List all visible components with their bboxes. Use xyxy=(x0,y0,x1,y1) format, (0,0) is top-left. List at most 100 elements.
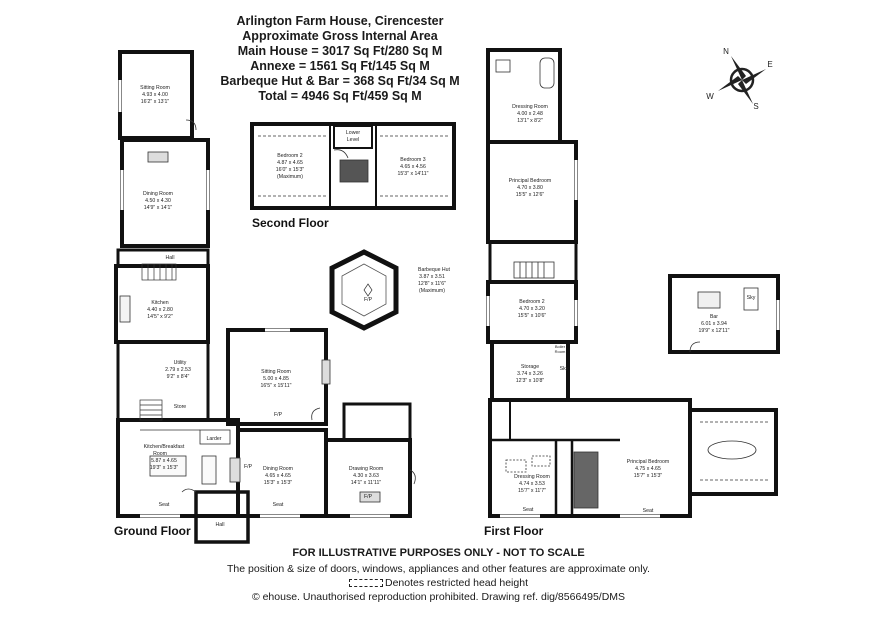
label-dining-room-2-ft: 15'3" x 15'3" xyxy=(264,480,293,486)
copyright: © ehouse. Unauthorised reproduction proh… xyxy=(251,591,626,603)
label-fp-3: F/P xyxy=(364,494,373,500)
label-principal-bedroom-1-ft: 15'5" x 12'6" xyxy=(516,192,545,198)
label-dining-room-2-m: 4.65 x 4.65 xyxy=(265,473,291,479)
label-kitchen-breakfast-ft: 19'3" x 15'3" xyxy=(150,465,179,471)
label-bbq-hut-m: 3.87 x 3.51 xyxy=(419,274,445,280)
label-dressing-room-1-ft: 13'1" x 8'2" xyxy=(517,118,543,124)
ground-floor-details xyxy=(118,80,416,518)
legend-text: Denotes restricted head height xyxy=(384,577,528,589)
area-total: Total = 4946 Sq Ft/459 Sq M xyxy=(258,89,422,103)
label-bbq-hut-ft: 12'8" x 11'6" xyxy=(418,281,446,287)
second-floor-plan xyxy=(250,122,456,210)
label-drawing-room-m: 4.30 x 3.63 xyxy=(353,473,379,479)
label-kitchen-breakfast-2: Room xyxy=(153,451,167,457)
plan-header: Arlington Farm House, Cirencester Approx… xyxy=(190,14,490,104)
label-drawing-room: Drawing Room xyxy=(349,466,383,472)
label-bedroom-2-second-ft: 16'0" x 15'3" xyxy=(276,167,305,173)
second-floor-details xyxy=(258,126,450,206)
label-dining-room-1-m: 4.50 x 4.30 xyxy=(145,198,171,204)
floor-name-first: First Floor xyxy=(484,524,544,538)
label-fp-1: F/P xyxy=(274,412,283,418)
label-drawing-room-ft: 14'1" x 11'11" xyxy=(351,480,382,486)
label-seat-1: Seat xyxy=(159,502,170,508)
label-lower-level: Lower xyxy=(346,130,360,136)
label-dressing-room-1-m: 4.00 x 2.48 xyxy=(517,111,543,117)
label-bedroom-2-first-ft: 15'5" x 10'6" xyxy=(518,313,547,319)
label-kitchen-m: 4.40 x 2.80 xyxy=(147,307,173,313)
position-note: The position & size of doors, windows, a… xyxy=(227,563,650,575)
label-dining-room-1: Dining Room xyxy=(143,191,173,197)
label-dressing-room-1: Dressing Room xyxy=(512,104,548,110)
first-floor-details xyxy=(486,57,780,518)
label-bbq-hut-note: (Maximum) xyxy=(419,288,445,294)
label-sitting-room-2: Sitting Room xyxy=(261,369,291,375)
label-sitting-room-1: Sitting Room xyxy=(140,85,170,91)
label-dressing-room-2: Dressing Room xyxy=(514,474,550,480)
label-dining-room-1-ft: 14'9" x 14'1" xyxy=(144,205,173,211)
compass-w: W xyxy=(706,92,714,101)
label-bedroom-2-second-note: (Maximum) xyxy=(277,174,303,180)
label-utility-ft: 9'2" x 8'4" xyxy=(167,374,190,380)
label-utility: Utility xyxy=(174,360,187,366)
label-bar-ft: 19'9" x 12'11" xyxy=(699,328,730,334)
label-hall-1: Hall xyxy=(166,255,175,261)
area-bbq: Barbeque Hut & Bar = 368 Sq Ft/34 Sq M xyxy=(220,74,460,88)
label-boiler-room: Boiler xyxy=(555,344,566,349)
plan-title: Arlington Farm House, Cirencester xyxy=(236,14,444,28)
floor-name-second: Second Floor xyxy=(252,216,329,230)
label-bedroom-3-m: 4.65 x 4.56 xyxy=(400,164,426,170)
label-seat-3: Seat xyxy=(523,507,534,513)
label-bar-m: 6.01 x 3.94 xyxy=(701,321,727,327)
label-lower-level-2: Level xyxy=(347,137,359,143)
label-principal-bedroom-2: Principal Bedroom xyxy=(627,459,669,465)
label-principal-bedroom-2-ft: 15'7" x 15'3" xyxy=(634,473,663,479)
label-bedroom-2-first-m: 4.70 x 3.20 xyxy=(519,306,545,312)
area-annexe: Annexe = 1561 Sq Ft/145 Sq M xyxy=(250,59,430,73)
compass-s: S xyxy=(753,102,758,111)
label-dining-room-2: Dining Room xyxy=(263,466,293,472)
label-bar: Bar xyxy=(710,314,718,320)
room-labels: Sitting Room 4.93 x 4.00 16'2" x 13'1" D… xyxy=(140,85,756,528)
label-kitchen: Kitchen xyxy=(151,300,168,306)
floor-name-ground: Ground Floor xyxy=(114,524,191,538)
label-principal-bedroom-1: Principal Bedroom xyxy=(509,178,551,184)
restricted-height-swatch-icon xyxy=(348,579,383,588)
label-hall-2: Hall xyxy=(216,522,225,528)
label-principal-bedroom-2-m: 4.75 x 4.65 xyxy=(635,466,661,472)
label-bedroom-2-second: Bedroom 2 xyxy=(277,153,302,159)
compass-n: N xyxy=(723,47,729,56)
label-seat-2: Seat xyxy=(273,502,284,508)
label-sitting-room-1-m: 4.93 x 4.00 xyxy=(142,92,168,98)
plan-subtitle: Approximate Gross Internal Area xyxy=(242,29,438,43)
label-kitchen-breakfast-m: 5.87 x 4.65 xyxy=(151,458,177,464)
label-boiler-room-2: Room xyxy=(555,349,566,354)
label-storage: Storage xyxy=(521,364,539,370)
label-storage-m: 3.74 x 3.26 xyxy=(517,371,543,377)
label-kitchen-breakfast: Kitchen/Breakfast xyxy=(144,444,185,450)
label-bedroom-3-ft: 15'3" x 14'11" xyxy=(398,171,429,177)
label-store: Store xyxy=(174,404,187,410)
label-bedroom-3: Bedroom 3 xyxy=(400,157,425,163)
label-principal-bedroom-1-m: 4.70 x 3.80 xyxy=(517,185,543,191)
area-main-house: Main House = 3017 Sq Ft/280 Sq M xyxy=(237,44,443,58)
legend: Denotes restricted head height xyxy=(0,577,877,589)
label-bedroom-2-second-m: 4.87 x 4.65 xyxy=(277,160,303,166)
label-kitchen-ft: 14'5" x 9'2" xyxy=(147,314,173,320)
label-sky-2: Sky xyxy=(747,295,756,301)
compass-e: E xyxy=(767,60,772,69)
label-dressing-room-2-ft: 15'7" x 11'7" xyxy=(518,488,546,494)
label-fp-2: F/P xyxy=(244,464,253,470)
label-sitting-room-1-ft: 16'2" x 13'1" xyxy=(141,99,170,105)
label-seat-4: Seat xyxy=(643,508,654,514)
label-larder: Larder xyxy=(207,436,222,442)
compass-icon: N E S W xyxy=(706,47,772,111)
label-sitting-room-2-m: 5.00 x 4.85 xyxy=(263,376,289,382)
label-sky-1: Sky xyxy=(560,366,569,372)
bbq-hut-plan xyxy=(329,249,399,331)
label-sitting-room-2-ft: 16'5" x 15'11" xyxy=(261,383,292,389)
label-bedroom-2-first: Bedroom 2 xyxy=(519,299,544,305)
label-dressing-room-2-m: 4.74 x 3.53 xyxy=(519,481,545,487)
label-utility-m: 2.79 x 2.53 xyxy=(165,367,191,373)
label-storage-ft: 12'3" x 10'8" xyxy=(516,378,545,384)
